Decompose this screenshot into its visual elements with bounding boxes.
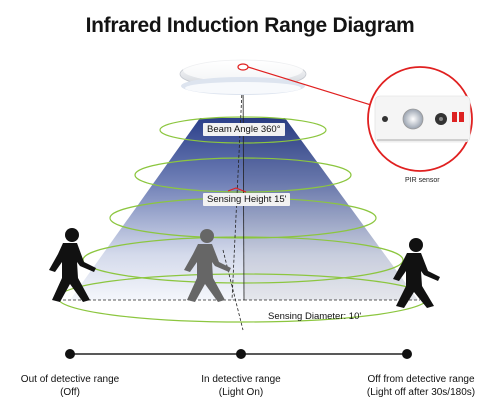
state-in-range: In detective range (Light On) (171, 373, 311, 399)
state-line1: In detective range (201, 374, 281, 385)
state-line1: Out of detective range (20, 374, 120, 385)
beam-line-left (231, 69, 244, 301)
state-line1: Off from detective range (367, 374, 475, 385)
timeline-dot (65, 349, 75, 359)
pir-sensor-label: PIR sensor (405, 177, 440, 184)
state-out-of-range: Out of detective range (Off) (0, 373, 140, 399)
timeline-dot (236, 349, 246, 359)
state-line2: (Off) (60, 387, 80, 398)
pir-sensor-icon (367, 66, 473, 172)
timeline-dot (402, 349, 412, 359)
diag-dash (222, 249, 244, 331)
state-line2: (Light On) (218, 387, 264, 398)
sensing-height-label: Sensing Height 15' (203, 193, 291, 206)
state-off-from-range: Off from detective range (Light off afte… (345, 373, 497, 399)
cone-shade (243, 118, 418, 300)
beam-angle-label: Beam Angle 360° (203, 123, 285, 136)
state-line2: (Light off after 30s/180s) (366, 387, 476, 398)
walking-person-icon (184, 229, 231, 302)
walking-person-icon (49, 228, 96, 302)
ceiling-light-icon (179, 58, 307, 95)
height-marker (227, 187, 247, 193)
diagram-title: Infrared Induction Range Diagram (85, 14, 415, 37)
walking-person-icon (393, 238, 440, 308)
sensing-diameter-label: Sensing Diameter: 10' (268, 311, 362, 322)
center-vertical-line (242, 69, 245, 301)
